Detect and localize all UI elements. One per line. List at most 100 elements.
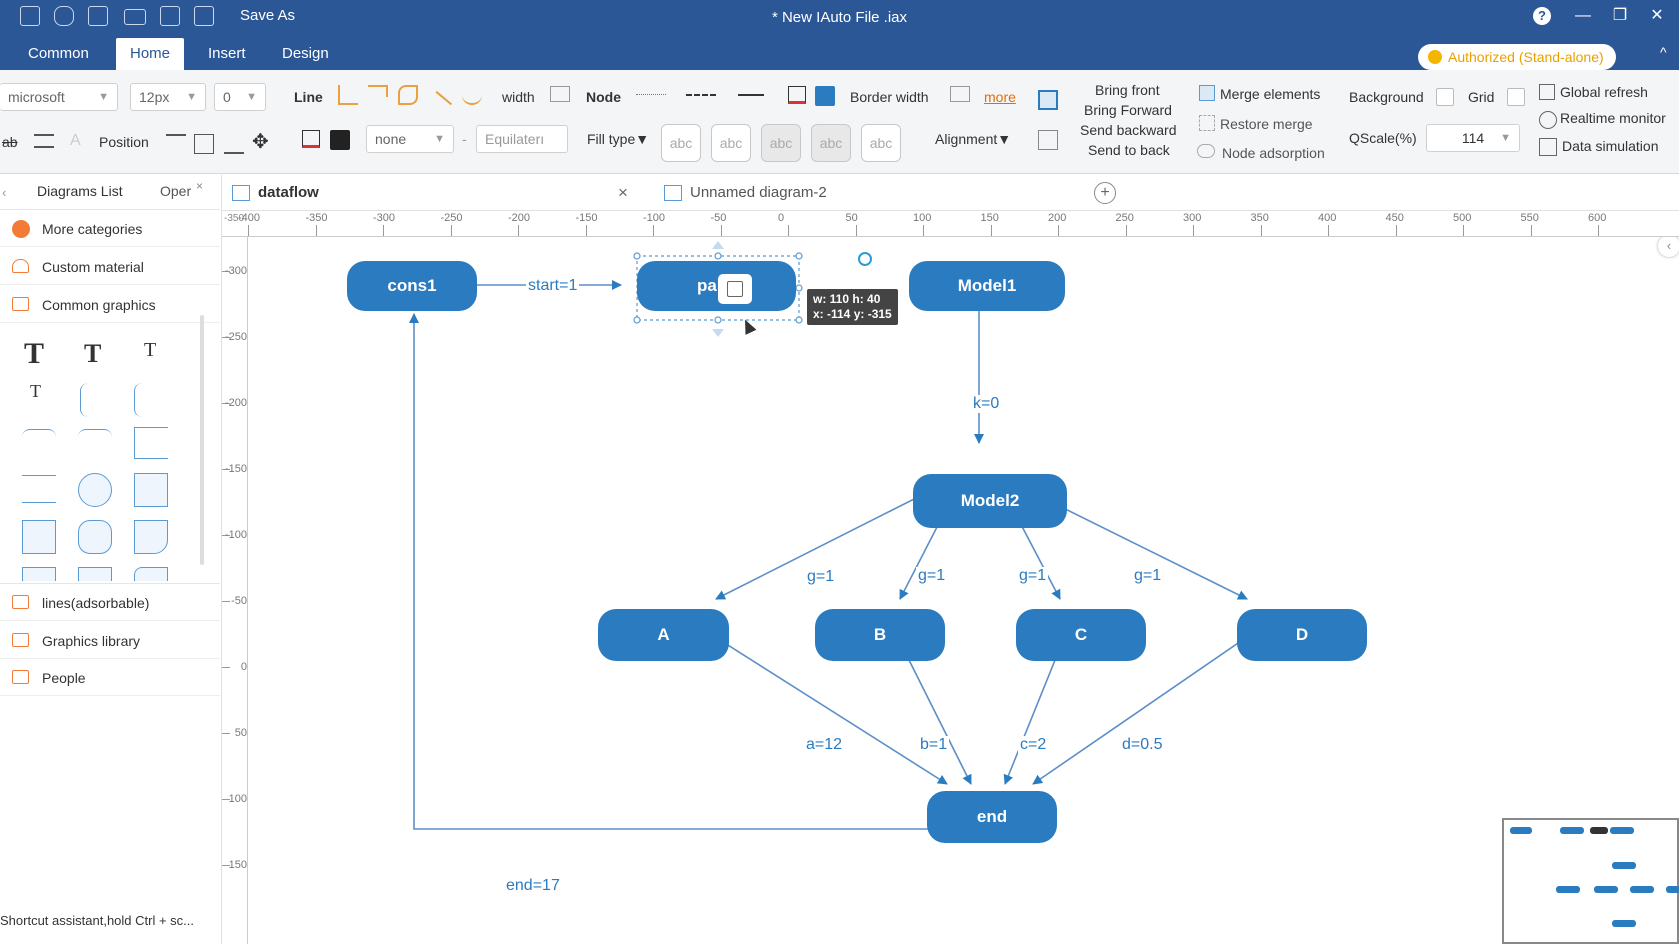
font-size-select[interactable]: 12px▼: [130, 83, 206, 111]
refresh-icon[interactable]: [1539, 84, 1555, 100]
align-top-icon[interactable]: [166, 134, 186, 154]
text-style-3[interactable]: abc: [761, 124, 801, 162]
strikethrough-icon[interactable]: ab: [2, 134, 18, 150]
link-icon[interactable]: [1197, 144, 1215, 158]
panel-back-icon[interactable]: ‹: [2, 185, 7, 200]
line-straight-icon[interactable]: [338, 85, 358, 105]
align-icon[interactable]: [34, 134, 54, 148]
text-small-shape[interactable]: T: [144, 339, 157, 361]
edge-label-k[interactable]: k=0: [971, 395, 1002, 413]
fill-color-dropdown-icon[interactable]: [330, 130, 350, 150]
save-icon[interactable]: [194, 6, 214, 26]
tab-open[interactable]: Oper: [160, 183, 192, 199]
text-style-2[interactable]: abc: [711, 124, 751, 162]
edge-label-b[interactable]: b=1: [918, 736, 950, 754]
minimize-button[interactable]: —: [1575, 7, 1591, 24]
border-dotted-icon[interactable]: [636, 94, 666, 96]
edge-label-g2[interactable]: g=1: [916, 567, 948, 585]
edge-label-c[interactable]: c=2: [1018, 736, 1049, 754]
node-b[interactable]: B: [815, 609, 945, 661]
custom-material-item[interactable]: Custom material: [0, 249, 220, 285]
tab-common[interactable]: Common: [28, 45, 89, 62]
border-color-dropdown-icon[interactable]: [815, 86, 835, 106]
people-item[interactable]: People: [0, 660, 220, 696]
send-to-back-button[interactable]: Send to back: [1088, 142, 1170, 158]
document-shape[interactable]: [134, 520, 168, 554]
brace-both-shape[interactable]: [134, 383, 162, 417]
expand-panel-icon[interactable]: ‹: [1658, 237, 1679, 257]
alignment-dropdown[interactable]: Alignment▼: [935, 131, 1012, 147]
restore-merge-button[interactable]: Restore merge: [1220, 116, 1313, 132]
line-bezier-icon[interactable]: [462, 85, 482, 105]
text-large-shape[interactable]: T: [24, 337, 45, 370]
new-file-icon[interactable]: [20, 6, 40, 26]
align-bottom-icon[interactable]: [224, 134, 244, 154]
bring-front-button[interactable]: Bring front: [1095, 82, 1160, 98]
scale-select[interactable]: 114▼: [1426, 124, 1520, 152]
send-backward-button[interactable]: Send backward: [1080, 122, 1177, 138]
text-style-5[interactable]: abc: [861, 124, 901, 162]
text-medium-shape[interactable]: T: [84, 339, 102, 368]
arrow-select[interactable]: none▼: [366, 125, 454, 153]
add-file-icon[interactable]: [88, 6, 108, 26]
lines-adsorbable-item[interactable]: lines(adsorbable): [0, 585, 220, 621]
tab-dataflow[interactable]: dataflow ×: [222, 175, 642, 211]
help-icon[interactable]: ?: [1533, 7, 1551, 25]
edge-label-g4[interactable]: g=1: [1132, 567, 1164, 585]
bracket-shape[interactable]: [134, 427, 168, 459]
shape-row-1[interactable]: [22, 567, 56, 581]
close-tab-icon[interactable]: ×: [618, 183, 628, 202]
graphics-library-item[interactable]: Graphics library: [0, 623, 220, 659]
node-c[interactable]: C: [1016, 609, 1146, 661]
more-categories-item[interactable]: More categories: [0, 211, 220, 247]
edge-label-g3[interactable]: g=1: [1017, 567, 1049, 585]
edge-label-end[interactable]: end=17: [504, 877, 562, 895]
save-as-button[interactable]: Save As: [240, 7, 296, 24]
tab-diagrams-list[interactable]: Diagrams List: [37, 183, 123, 199]
arrow-up-handle[interactable]: [712, 241, 724, 249]
font-color-icon[interactable]: A: [70, 132, 81, 149]
node-a[interactable]: A: [598, 609, 729, 661]
node-d[interactable]: D: [1237, 609, 1367, 661]
font-family-select[interactable]: microsoft▼: [0, 83, 118, 111]
data-simulation-button[interactable]: Data simulation: [1562, 138, 1659, 154]
restore-merge-icon[interactable]: [1199, 115, 1215, 131]
close-panel-tab-icon[interactable]: ×: [196, 179, 204, 193]
square-shape[interactable]: [134, 473, 168, 507]
line-width-icon[interactable]: [550, 86, 570, 102]
merge-icon[interactable]: [1199, 85, 1215, 101]
edge-g1[interactable]: [715, 493, 925, 600]
bring-forward-button[interactable]: Bring Forward: [1084, 102, 1172, 118]
layer-icon[interactable]: [1038, 90, 1058, 110]
spacing-select[interactable]: 0▼: [214, 83, 266, 111]
node-edit-icon[interactable]: [718, 274, 752, 304]
border-dashed-icon[interactable]: [686, 94, 716, 96]
copy-style-icon[interactable]: [1038, 130, 1058, 150]
line-elbow-icon[interactable]: [368, 85, 388, 97]
restore-button[interactable]: ❐: [1612, 7, 1628, 24]
border-color-icon[interactable]: [788, 86, 806, 104]
shape-row-2[interactable]: [78, 567, 112, 581]
node-model2[interactable]: Model2: [913, 474, 1067, 528]
tab-insert[interactable]: Insert: [208, 45, 246, 62]
edge-label-d[interactable]: d=0.5: [1120, 736, 1165, 754]
edge-a[interactable]: [700, 627, 948, 785]
rectangle-shape[interactable]: [22, 520, 56, 554]
edge-label-g1[interactable]: g=1: [805, 568, 837, 586]
diagram-canvas[interactable]: cons1 pa Model1 Model2 A B C D end start…: [248, 237, 1679, 944]
shape-type-select[interactable]: Equilaterı: [476, 125, 568, 153]
arrow-down-handle[interactable]: [712, 329, 724, 337]
merge-elements-button[interactable]: Merge elements: [1220, 86, 1321, 102]
add-tab-icon[interactable]: +: [1094, 182, 1116, 204]
node-adsorption-button[interactable]: Node adsorption: [1222, 145, 1325, 161]
grid-checkbox[interactable]: [1507, 88, 1525, 106]
tab-design[interactable]: Design: [282, 45, 329, 62]
border-solid-icon[interactable]: [738, 94, 764, 96]
tab-home[interactable]: Home: [116, 38, 185, 70]
node-model1[interactable]: Model1: [909, 261, 1065, 311]
export-icon[interactable]: [160, 6, 180, 26]
rounded-shape[interactable]: [78, 520, 112, 554]
edge-label-a[interactable]: a=12: [804, 736, 845, 754]
text-style-4[interactable]: abc: [811, 124, 851, 162]
edge-label-start[interactable]: start=1: [526, 277, 580, 295]
